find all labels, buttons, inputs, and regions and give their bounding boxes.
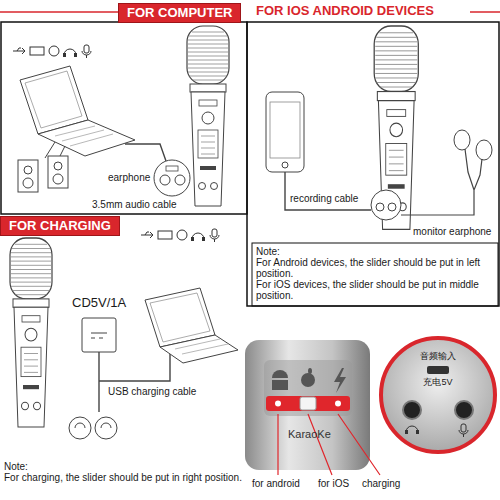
callout-label: USB charging cable [108, 386, 196, 397]
callout-label: recording cable [290, 193, 358, 204]
callout-label: for iOS [318, 478, 349, 489]
callout-label: charging [362, 478, 400, 489]
charging-setup [10, 229, 238, 439]
computer-setup [13, 26, 229, 206]
callout-label: for android [252, 478, 300, 489]
section-badge: FOR COMPUTER [118, 3, 241, 23]
panel-frames [1, 22, 499, 306]
slider-photo [245, 340, 380, 475]
mobile-setup [266, 26, 492, 229]
note-text: For Android devices, the slider should b… [256, 257, 494, 279]
port-label: 音频输入 [420, 352, 456, 362]
callout-label: earphone [108, 172, 150, 183]
port-label: 充电5V [423, 378, 452, 388]
badge-text: FOR CHARGING [9, 219, 111, 233]
section-badge: FOR CHARGING [0, 216, 120, 236]
brand-text: KaraoKe [288, 428, 331, 440]
port-closeup [381, 338, 495, 452]
power-rating: CD5V/1A [72, 296, 126, 310]
note-heading: Note: [4, 461, 244, 472]
note-text: For iOS devices, the slider should be pu… [256, 279, 494, 301]
callout-label: monitor earphone [413, 226, 491, 237]
badge-text: FOR COMPUTER [127, 6, 232, 20]
section-heading: FOR IOS ANDROID DEVICES [256, 4, 434, 18]
callout-label: 3.5mm audio cable [92, 199, 177, 210]
note-text: For charging, the slider should be put i… [4, 472, 244, 483]
note-heading: Note: [256, 246, 494, 257]
